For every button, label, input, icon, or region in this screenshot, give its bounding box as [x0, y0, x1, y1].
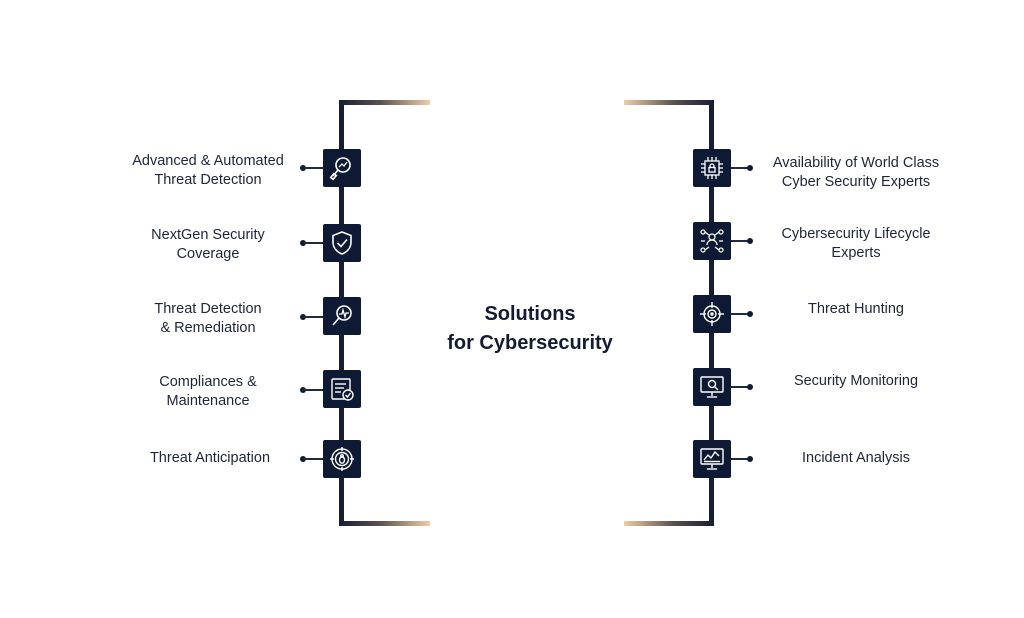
right-item-4-tile — [693, 368, 731, 406]
right-item-3-label: Threat Hunting — [808, 301, 904, 317]
shield-check-icon — [332, 231, 352, 255]
left-item-4-tile — [323, 370, 361, 408]
right-item-1-tile — [693, 149, 731, 187]
right-item-2-connector — [731, 240, 750, 242]
chip-lock-icon — [701, 157, 723, 179]
left-item-3-tile — [323, 297, 361, 335]
left-bracket-top-arm — [339, 100, 430, 105]
right-item-2-dot — [747, 238, 753, 244]
search-pulse-icon — [332, 305, 352, 326]
left-item-5-label: Threat Anticipation — [149, 450, 271, 466]
title-line-1: Solutions — [484, 303, 576, 325]
right-item-1-dot — [747, 165, 753, 171]
monitor-chart-icon — [700, 448, 724, 470]
right-item-2-tile — [693, 222, 731, 260]
right-item-5-tile — [693, 440, 731, 478]
left-bracket-bottom-arm — [339, 521, 430, 526]
bug-target-icon — [330, 447, 354, 471]
crosshair-icon — [700, 302, 724, 326]
left-item-3-label: Threat Detection& Remediation — [154, 301, 262, 336]
right-item-4-connector — [731, 386, 750, 388]
monitor-search-icon — [700, 376, 724, 398]
right-item-3-dot — [747, 311, 753, 317]
left-item-4-connector — [303, 389, 323, 391]
diagram-title: Solutions for Cybersecurity — [430, 300, 630, 358]
checklist-icon — [331, 378, 354, 401]
left-item-2-connector — [303, 242, 323, 244]
left-item-1-connector — [303, 167, 323, 169]
right-item-3-connector — [731, 313, 750, 315]
right-bracket-top-arm — [624, 100, 714, 105]
right-item-4-dot — [747, 384, 753, 390]
right-item-1-connector — [731, 167, 750, 169]
left-item-4-label: Compliances &Maintenance — [159, 374, 257, 409]
left-item-5-tile — [323, 440, 361, 478]
title-line-2: for Cybersecurity — [447, 332, 613, 354]
network-user-icon — [700, 229, 724, 253]
right-item-3-tile — [693, 295, 731, 333]
magnifier-chart-icon — [329, 157, 351, 181]
left-item-2-tile — [323, 224, 361, 262]
left-item-1-tile — [323, 149, 361, 187]
right-item-5-dot — [747, 456, 753, 462]
right-item-5-label: Incident Analysis — [801, 450, 910, 466]
left-item-3-connector — [303, 316, 323, 318]
right-item-5-connector — [731, 458, 750, 460]
left-item-5-connector — [303, 458, 323, 460]
right-bracket-bottom-arm — [624, 521, 714, 526]
right-item-4-label: Security Monitoring — [793, 373, 919, 389]
